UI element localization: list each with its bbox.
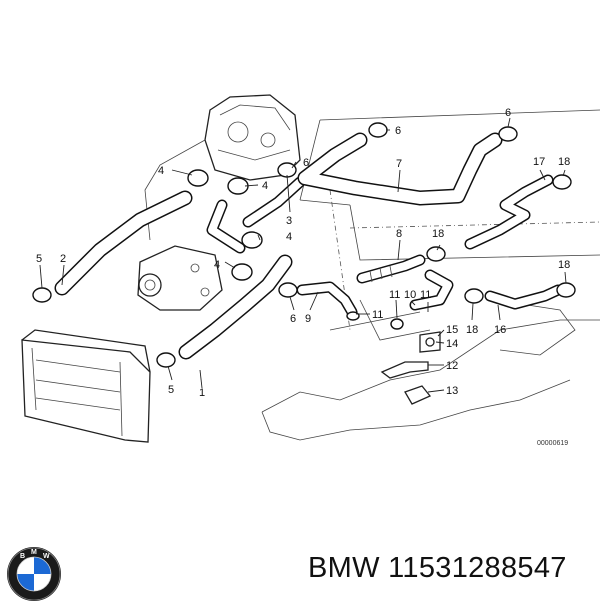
callout-10: 10	[404, 289, 416, 301]
bracket-12	[380, 361, 429, 379]
callout-12: 12	[446, 360, 458, 372]
clip-14-15	[419, 331, 441, 353]
svg-text:M: M	[31, 549, 37, 556]
callout-5-b: 5	[168, 384, 174, 396]
hose-17	[464, 174, 554, 250]
water-pump	[137, 245, 223, 311]
callout-4-c: 4	[286, 231, 292, 243]
callout-6-c: 6	[505, 107, 511, 119]
svg-text:B: B	[20, 553, 25, 560]
callout-3: 3	[286, 215, 292, 227]
callout-6-a: 6	[395, 125, 401, 137]
svg-text:W: W	[43, 553, 50, 560]
callout-11-c: 11	[420, 289, 431, 301]
callout-4-d: 4	[214, 259, 220, 271]
radiator	[21, 329, 151, 443]
callout-6-d: 6	[290, 313, 296, 325]
callout-14: 14	[446, 338, 458, 350]
hose-16	[484, 284, 564, 310]
callout-17: 17	[533, 156, 545, 168]
callout-4-b: 4	[262, 180, 268, 192]
callout-18-b: 18	[432, 228, 444, 240]
callout-18-d: 18	[558, 259, 570, 271]
callout-5-a: 5	[36, 253, 42, 265]
part-title: BMW 11531288547	[308, 552, 567, 584]
hose-3	[206, 176, 306, 254]
bracket-13	[404, 385, 432, 405]
callout-11-b: 11	[389, 289, 400, 301]
callout-4-a: 4	[158, 165, 164, 177]
callout-6-b: 6	[303, 157, 309, 169]
hose-7	[297, 132, 503, 206]
drawing-code: 00000619	[537, 440, 568, 447]
callout-15: 15	[446, 324, 458, 336]
callout-9: 9	[305, 313, 311, 325]
callout-labels: 1 2 3 4 4 4 4 5 5 6 6 6 6 7 8 9 10 11 11…	[36, 107, 570, 447]
bmw-roundel-icon: B M W	[6, 546, 62, 602]
callout-7: 7	[396, 158, 402, 170]
callout-2: 2	[60, 253, 66, 265]
hose-9	[296, 281, 358, 318]
hose-1	[178, 254, 293, 360]
hose-2	[54, 190, 193, 296]
hose-10	[409, 269, 454, 311]
callout-18-a: 18	[558, 156, 570, 168]
callout-16: 16	[494, 324, 506, 336]
leader-lines	[39, 117, 567, 393]
callout-11-a: 11	[372, 309, 383, 321]
pipe-8	[356, 254, 426, 284]
engine-block-outline	[261, 109, 600, 441]
footer: B M W BMW 11531288547	[0, 530, 600, 602]
callout-1: 1	[199, 387, 205, 399]
callout-18-c: 18	[466, 324, 478, 336]
callout-8: 8	[396, 228, 402, 240]
callout-13: 13	[446, 385, 458, 397]
cooling-hoses-diagram: 1 2 3 4 4 4 4 5 5 6 6 6 6 7 8 9 10 11 11…	[21, 94, 600, 447]
